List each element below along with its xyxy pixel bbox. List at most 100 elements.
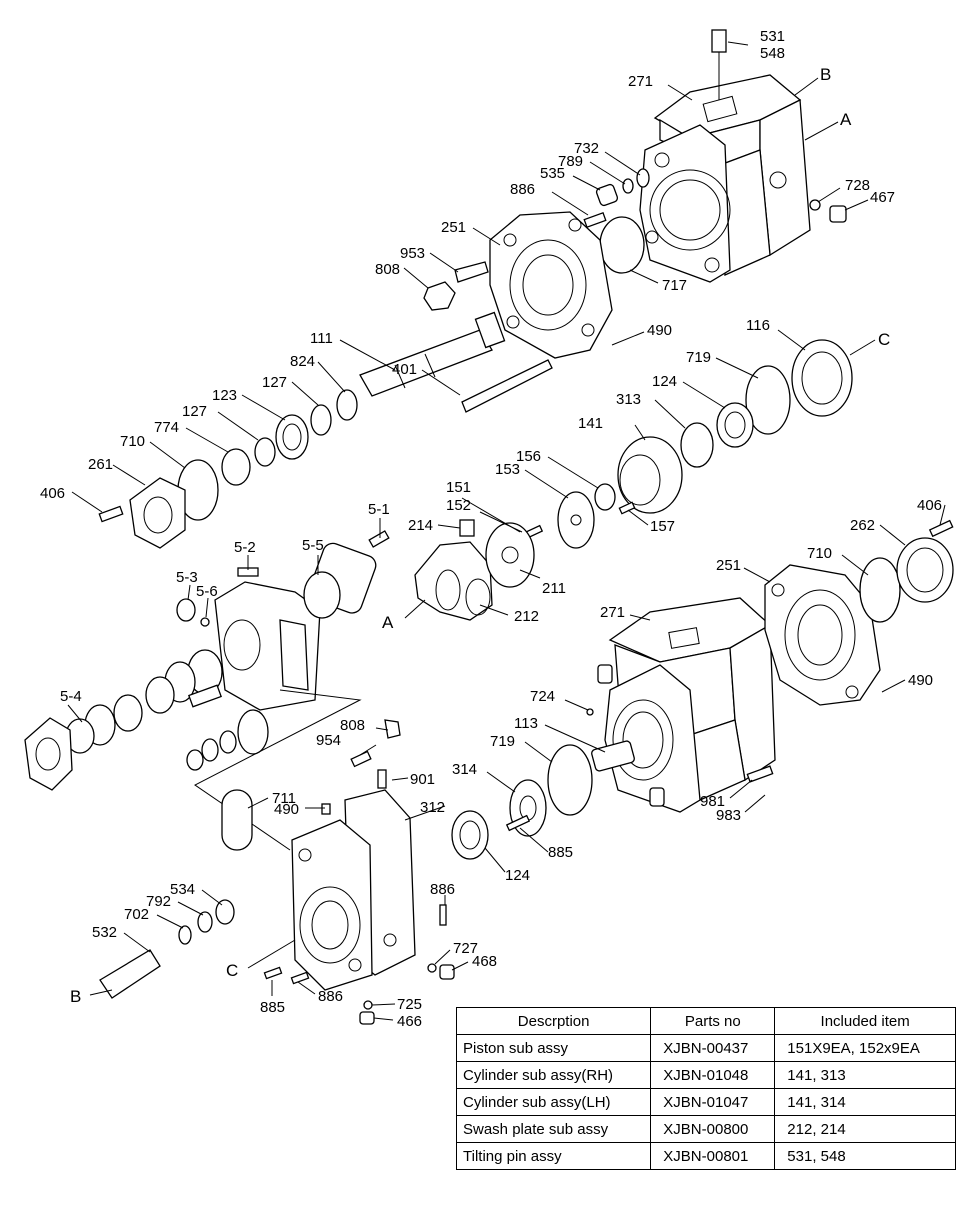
label-953: 953 — [400, 245, 425, 262]
cell-description: Swash plate sub assy — [455, 1115, 652, 1143]
label-886b: 886 — [430, 881, 455, 898]
label-710: 710 — [120, 433, 145, 450]
label-113: 113 — [514, 715, 538, 732]
label-123: 123 — [212, 387, 237, 404]
parts-table: Descrption Parts no Included item Piston… — [455, 1007, 956, 1170]
casing-271-upper — [639, 74, 811, 283]
label-727: 727 — [453, 940, 478, 957]
header-parts-no: Parts no — [650, 1007, 776, 1035]
header-description: Descrption — [455, 1007, 652, 1035]
label-262: 262 — [850, 517, 875, 534]
label-127b: 127 — [182, 403, 207, 420]
port-block-312 — [291, 719, 416, 991]
letter-c2: C — [226, 961, 238, 980]
adjust-screw-532 — [99, 899, 235, 999]
label-885: 885 — [548, 844, 573, 861]
housing-251-upper — [489, 211, 613, 359]
label-5-4: 5-4 — [60, 688, 82, 705]
label-885b: 885 — [260, 999, 285, 1016]
housing-251-lower — [764, 564, 881, 706]
label-111: 111 — [310, 330, 333, 347]
cell-parts-no: XJBN-00437 — [650, 1034, 776, 1062]
label-313: 313 — [616, 391, 641, 408]
label-886c: 886 — [318, 988, 343, 1005]
letter-a: A — [840, 110, 852, 129]
label-774: 774 — [154, 419, 179, 436]
label-535: 535 — [540, 165, 565, 182]
label-719: 719 — [686, 349, 711, 366]
table-row: Tilting pin assy XJBN-00801 531, 548 — [455, 1142, 956, 1170]
o-ring-711 — [221, 789, 253, 851]
label-983: 983 — [716, 807, 741, 824]
label-271: 271 — [628, 73, 653, 90]
label-954: 954 — [316, 732, 341, 749]
label-157: 157 — [650, 518, 675, 535]
letter-c: C — [878, 330, 890, 349]
label-490c: 490 — [274, 801, 299, 818]
label-261: 261 — [88, 456, 113, 473]
label-466: 466 — [397, 1013, 422, 1030]
tilting-pin-531 — [711, 29, 727, 100]
label-141: 141 — [578, 415, 603, 432]
cell-description: Cylinder sub assy(RH) — [455, 1061, 652, 1089]
label-702: 702 — [124, 906, 149, 923]
label-789: 789 — [558, 153, 583, 170]
pin-401 — [461, 359, 553, 413]
label-886: 886 — [510, 181, 535, 198]
swash-plate-212 — [414, 519, 535, 621]
label-468: 468 — [472, 953, 497, 970]
label-401: 401 — [392, 361, 417, 378]
cell-parts-no: XJBN-00801 — [650, 1142, 776, 1170]
leader-lines — [67, 41, 946, 1021]
table-row: Piston sub assy XJBN-00437 151X9EA, 152x… — [455, 1034, 956, 1062]
cell-included: 141, 313 — [774, 1061, 956, 1089]
label-490: 490 — [647, 322, 672, 339]
letter-a2: A — [382, 613, 394, 632]
label-719b: 719 — [490, 733, 515, 750]
label-710b: 710 — [807, 545, 832, 562]
plates-719-314-124 — [451, 708, 594, 860]
table-header-row: Descrption Parts no Included item — [455, 1007, 956, 1035]
cell-included: 531, 548 — [774, 1142, 956, 1170]
label-153: 153 — [495, 461, 520, 478]
table-row: Cylinder sub assy(RH) XJBN-01048 141, 31… — [455, 1061, 956, 1089]
cell-included: 212, 214 — [774, 1115, 956, 1143]
label-5-2: 5-2 — [234, 539, 256, 556]
label-824: 824 — [290, 353, 315, 370]
cell-included: 151X9EA, 152x9EA — [774, 1034, 956, 1062]
table-row: Cylinder sub assy(LH) XJBN-01047 141, 31… — [455, 1088, 956, 1116]
label-5-3: 5-3 — [176, 569, 198, 586]
cell-included: 141, 314 — [774, 1088, 956, 1116]
plugs-727-468-725-466 — [263, 904, 455, 1025]
table-row: Swash plate sub assy XJBN-00800 212, 214 — [455, 1115, 956, 1143]
label-792: 792 — [146, 893, 171, 910]
label-312: 312 — [420, 799, 445, 816]
bearing-parts-upper — [98, 389, 358, 549]
label-406: 406 — [40, 485, 65, 502]
label-732: 732 — [574, 140, 599, 157]
label-728: 728 — [845, 177, 870, 194]
label-151: 151 — [446, 479, 471, 496]
label-467: 467 — [870, 189, 895, 206]
label-808: 808 — [375, 261, 400, 278]
label-406b: 406 — [917, 497, 942, 514]
label-251: 251 — [441, 219, 466, 236]
label-124b: 124 — [505, 867, 530, 884]
ring-262-710 — [859, 519, 954, 623]
label-251b: 251 — [716, 557, 741, 574]
label-901: 901 — [410, 771, 435, 788]
casing-271-lower — [591, 597, 776, 813]
label-5-6: 5-6 — [196, 583, 218, 600]
label-127: 127 — [262, 374, 287, 391]
letter-b2: B — [70, 987, 81, 1006]
label-116: 116 — [746, 317, 770, 334]
label-808b: 808 — [340, 717, 365, 734]
cell-parts-no: XJBN-00800 — [650, 1115, 776, 1143]
label-725: 725 — [397, 996, 422, 1013]
cell-description: Cylinder sub assy(LH) — [455, 1088, 652, 1116]
label-724: 724 — [530, 688, 555, 705]
label-534: 534 — [170, 881, 195, 898]
label-5-5: 5-5 — [302, 537, 324, 554]
